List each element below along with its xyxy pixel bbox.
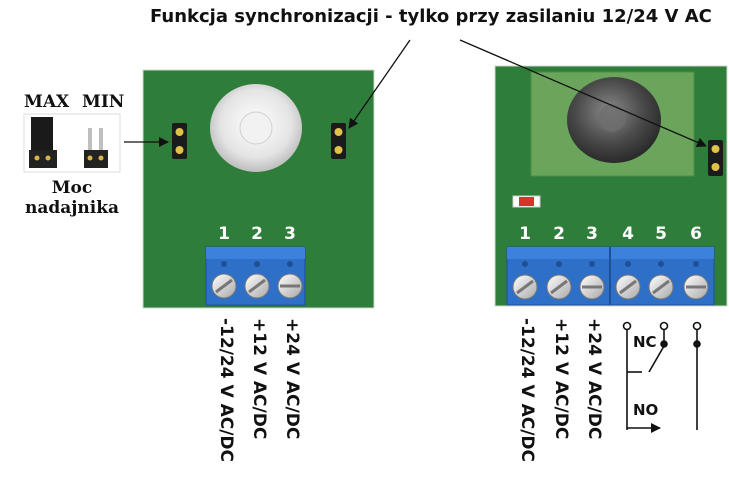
jumper-min-header <box>84 128 108 168</box>
right-pin-2: 2 <box>553 224 565 244</box>
right-terminal-screws <box>512 274 709 300</box>
right-pin-5: 5 <box>655 224 667 244</box>
jumper-inset <box>23 113 121 173</box>
diagram-title: Funkcja synchronizacji - tylko przy zasi… <box>150 6 712 27</box>
left-pin-2: 2 <box>251 224 263 244</box>
right-terminal-label-2: +12 V AC/DC <box>551 318 571 440</box>
left-sync-jumper <box>331 123 346 159</box>
sync-arrow-right <box>459 39 707 148</box>
sync-arrow-left <box>348 39 411 129</box>
relay-nc-label: NC <box>633 333 657 351</box>
left-terminal-label-1: -12/24 V AC/DC <box>216 318 236 463</box>
right-pir-lens <box>567 77 661 163</box>
left-terminal-block <box>205 246 306 306</box>
left-pin-3: 3 <box>284 224 296 244</box>
jumper-max-header <box>29 117 57 168</box>
relay-contact-symbol <box>622 321 702 433</box>
right-terminal-block <box>506 246 715 306</box>
relay-no-label: NO <box>633 401 659 419</box>
right-pin-3: 3 <box>586 224 598 244</box>
jumper-min-label: MIN <box>82 92 125 112</box>
right-terminal-label-1: -12/24 V AC/DC <box>517 318 537 463</box>
left-terminal-screws <box>211 273 303 299</box>
jumper-max-label: MAX <box>24 92 70 112</box>
jumper-caption-line2: nadajnika <box>24 198 120 218</box>
right-terminal-label-3: +24 V AC/DC <box>584 318 604 440</box>
left-terminal-label-2: +12 V AC/DC <box>249 318 269 440</box>
right-sync-jumper <box>708 140 723 176</box>
left-terminal-label-3: +24 V AC/DC <box>282 318 302 440</box>
left-pin-1: 1 <box>218 224 230 244</box>
jumper-caption-line1: Moc <box>51 178 93 198</box>
right-pin-6: 6 <box>690 224 702 244</box>
right-pin-1: 1 <box>519 224 531 244</box>
left-jumper-a <box>172 123 187 159</box>
led-component <box>512 195 541 208</box>
left-pir-lens <box>210 84 302 172</box>
right-pin-4: 4 <box>622 224 634 244</box>
